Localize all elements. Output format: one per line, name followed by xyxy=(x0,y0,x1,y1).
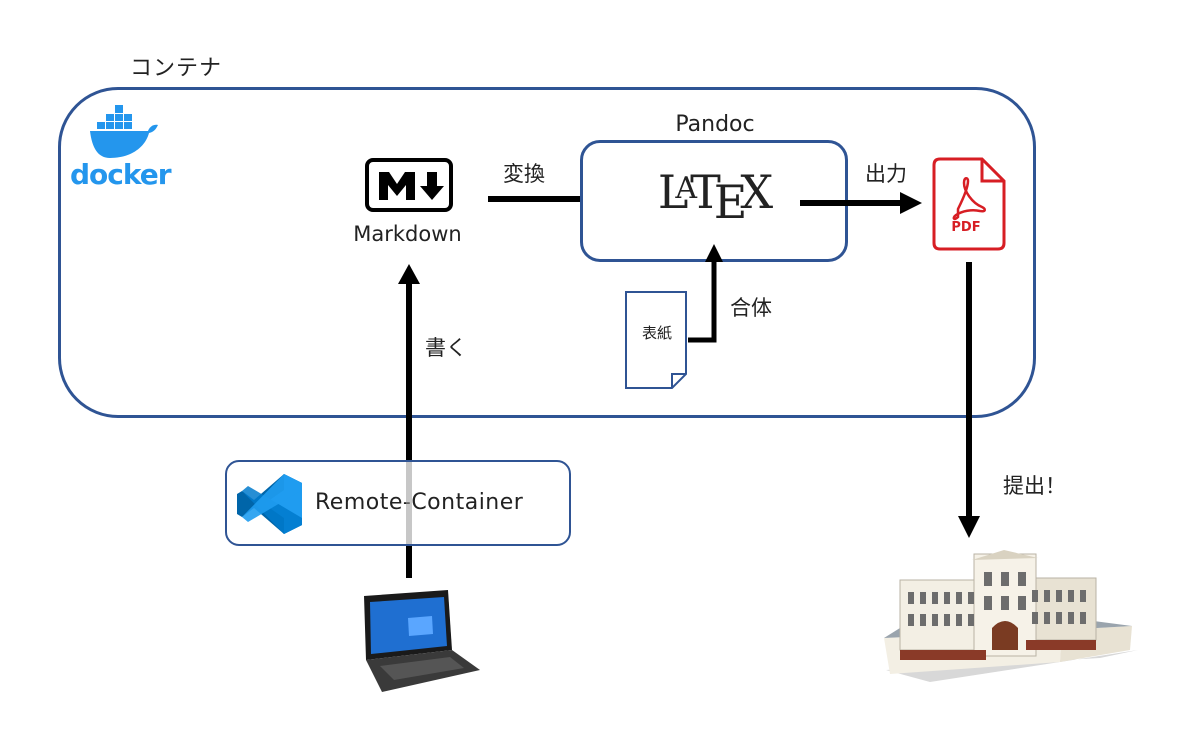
pandoc-label: Pandoc xyxy=(675,112,755,137)
merge-arrow xyxy=(688,244,723,343)
merge-label: 合体 xyxy=(730,296,772,320)
docker-label: docker xyxy=(70,158,172,191)
convert-label: 変換 xyxy=(503,162,545,186)
submit-arrow xyxy=(958,262,980,538)
output-arrow xyxy=(800,192,922,214)
cover-label: 表紙 xyxy=(641,324,672,342)
docker-whale-icon xyxy=(90,105,158,158)
pdf-label: PDF xyxy=(951,220,981,235)
laptop-icon xyxy=(364,590,480,692)
cover-document-icon xyxy=(625,291,687,389)
latex-logo: LATEX xyxy=(657,165,773,229)
university-building-icon xyxy=(884,550,1138,682)
write-label: 書く xyxy=(425,336,467,360)
markdown-label: Markdown xyxy=(353,222,462,246)
vscode-icon xyxy=(237,474,302,534)
write-arrow-overlap xyxy=(406,462,412,544)
submit-label: 提出！ xyxy=(1003,474,1066,498)
container-label: コンテナ xyxy=(130,56,223,81)
pdf-file-icon xyxy=(932,157,1006,251)
vscode-label: Remote-Container xyxy=(315,490,524,515)
output-label: 出力 xyxy=(865,162,907,186)
markdown-icon xyxy=(365,158,453,212)
container-frame xyxy=(58,87,1036,418)
